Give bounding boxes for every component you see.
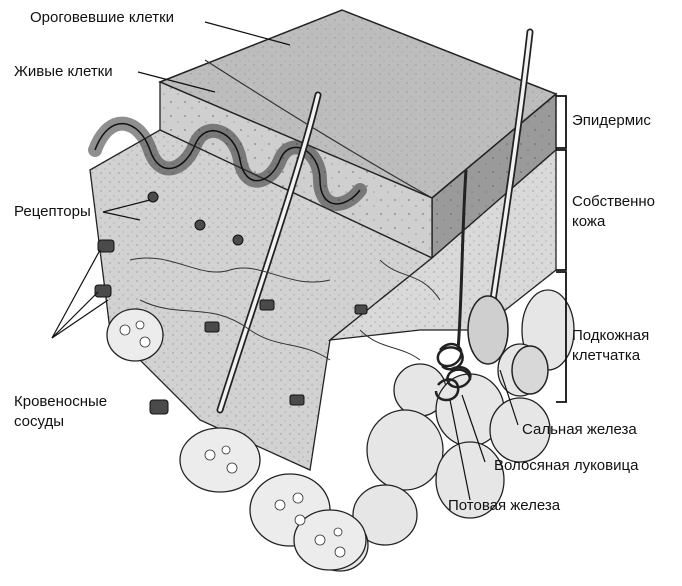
label-receptors: Рецепторы xyxy=(14,203,91,220)
hair-bulb xyxy=(467,295,509,365)
label-blood-vessels: Кровеносные сосуды xyxy=(14,393,108,430)
label-sweat-gland: Потовая железа xyxy=(448,497,561,514)
label-hair-bulb: Волосяная луковица xyxy=(494,457,639,474)
leader-lines xyxy=(51,21,519,501)
layer-brackets xyxy=(556,95,567,403)
label-epidermis: Эпидермис xyxy=(572,112,651,129)
fat-lobules-left xyxy=(106,308,367,571)
sweat-gland-coil xyxy=(434,342,472,402)
label-subcutaneous: Подкожная клетчатка xyxy=(572,327,650,364)
label-living-cells: Живые клетки xyxy=(14,63,113,80)
label-dermis: Собственно кожа xyxy=(572,193,656,230)
blood-vessels-and-receptors xyxy=(94,191,368,415)
label-sebaceous-gland: Сальная железа xyxy=(522,421,637,438)
sebaceous-gland xyxy=(511,345,549,395)
label-cornified-cells: Ороговевшие клетки xyxy=(30,9,175,26)
sweat-gland-duct xyxy=(456,169,468,351)
